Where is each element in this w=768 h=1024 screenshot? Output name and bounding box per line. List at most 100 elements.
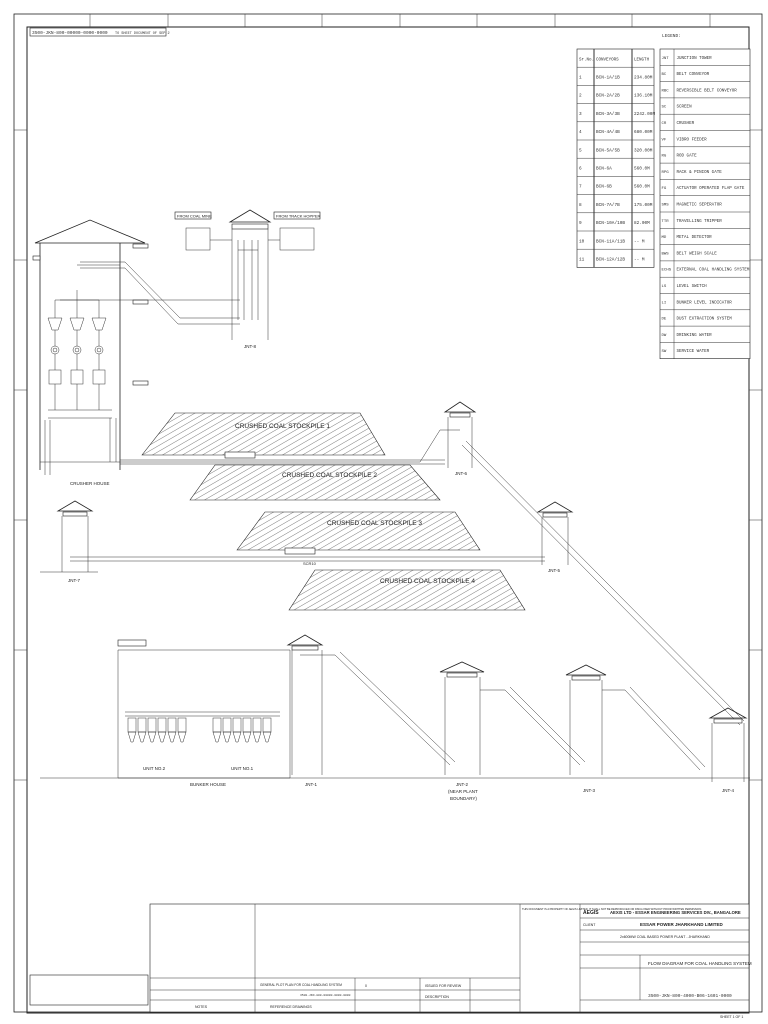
stockpile-4-label: CRUSHED COAL STOCKPILE 4: [380, 578, 475, 585]
bunker-outlet: [262, 731, 272, 743]
title-block: AEGIS AEXIS LTD - ESSAR ENGINEERING SERV…: [35, 903, 752, 1019]
conveyor-table-cell: 680.00M: [634, 130, 653, 135]
conveyor-table-cell: 560.0M: [634, 185, 650, 190]
jnt-8-label: JNT-8: [244, 344, 256, 349]
conveyor-table-cell: 4: [579, 130, 582, 135]
bunker-hopper: [157, 717, 167, 733]
legend-abbr: DW: [662, 334, 667, 338]
legend-desc: ACTUATOR OPERATED FLAP GATE: [677, 187, 745, 191]
crusher-house-label: CRUSHER HOUSE: [70, 481, 110, 486]
legend-abbr: RPG: [662, 171, 670, 175]
bunker-hopper: [127, 717, 137, 733]
legend-abbr: MD: [662, 236, 667, 240]
conveyor-table-cell: 234.80M: [634, 75, 653, 80]
bunker-hopper: [167, 717, 177, 733]
legend-desc: METAL DETECTOR: [677, 236, 713, 240]
conveyor-table-header: CONVEYORS: [596, 58, 619, 62]
ref-drawing-no: 3500-JKN-800-00000-0000-0000: [300, 994, 351, 997]
bunker-outlet: [137, 731, 147, 743]
stockpile-1-label: CRUSHED COAL STOCKPILE 1: [235, 423, 330, 430]
conveyor-table-cell: 2: [579, 94, 582, 99]
conveyor-table-cell: 3: [579, 112, 582, 117]
drawing-title: FLOW DIAGRAM FOR COAL HANDLING SYSTEM: [648, 961, 752, 966]
conveyor-table-cell: 175.00M: [634, 203, 653, 208]
scr10-label: SCR10: [303, 561, 317, 566]
jnt-2-label: JNT-2: [456, 782, 468, 787]
jnt-2-label-b: (NEAR PLANT: [448, 789, 478, 794]
issued-for: ISSUED FOR REVIEW: [425, 984, 462, 988]
conveyor-table-cell: BCN-7A/7B: [596, 203, 620, 208]
bunker-hopper: [262, 717, 272, 733]
bunker-house-label: BUNKER HOUSE: [190, 782, 226, 787]
legend-desc: BELT CONVEYOR: [677, 73, 710, 77]
bunker-outlet: [242, 731, 252, 743]
border-ticks: [14, 14, 762, 781]
legend-abbr: CR: [662, 122, 667, 126]
legend-abbr: SMS: [662, 203, 670, 207]
legend-desc: SERVICE WATER: [677, 350, 710, 354]
bunker-hopper: [137, 717, 147, 733]
conveyor-table-cell: 136.10M: [634, 94, 653, 99]
legend-desc: RACK & PINION GATE: [677, 171, 723, 175]
conveyor-table-cell: 5: [579, 148, 582, 153]
jnt-3-label: JNT-3: [583, 788, 595, 793]
jnt-3: JNT-3: [565, 664, 706, 793]
drawing-number: 3500-JKN-800-4000-B06-1601-0000: [648, 993, 732, 999]
legend-desc: TRAVELLING TRIPPER: [677, 220, 723, 224]
bunker-outlet: [232, 731, 242, 743]
legend-abbr: SW: [662, 350, 667, 354]
bunker-hopper: [147, 717, 157, 733]
description-label: DESCRIPTION: [425, 995, 449, 999]
bunker-hopper: [242, 717, 252, 733]
conveyor-table-cell: BCN-12A/12B: [596, 257, 625, 262]
conveyor-table-cell: 560.0M: [634, 166, 650, 171]
bunker-hopper: [252, 717, 262, 733]
legend-abbr: FG: [662, 187, 667, 191]
jnt-5: JNT-5: [536, 501, 574, 573]
confidential-note: THIS DOCUMENT IS A PROPERTY OF AEGIS LIM…: [522, 907, 702, 911]
stockpile-1: CRUSHED COAL STOCKPILE 1: [141, 412, 386, 459]
conveyor-table-cell: 320.00M: [634, 148, 653, 153]
legend-desc: DRINKING WATER: [677, 334, 713, 338]
from-track-hopper: FROM TRACK HOPPER: [276, 214, 320, 219]
conveyor-table-cell: BCN-2A/2B: [596, 94, 620, 99]
conveyor-table-cell: 82.00M: [634, 221, 650, 226]
legend-desc: LEVEL SWITCH: [677, 285, 708, 289]
reference-label: REFERENCE DRAWINGS: [270, 1005, 312, 1009]
legend-abbr: LS: [662, 285, 667, 289]
bunker-outlet: [177, 731, 187, 743]
bunker-outlet: [147, 731, 157, 743]
conveyor-table-cell: BCN-1A/1B: [596, 75, 620, 80]
conveyor-table-cell: BCN-11A/11B: [596, 239, 625, 244]
conveyor-table-cell: 9: [579, 221, 582, 226]
legend-desc: VIBRO FEEDER: [677, 138, 708, 142]
jnt-6-label: JNT-6: [455, 471, 467, 476]
conveyor-table-cell: 2242.00M: [634, 112, 655, 117]
legend-desc: CRUSHER: [677, 122, 695, 126]
conveyor-table-cell: 11: [579, 257, 585, 262]
conveyor-lines-top: [60, 261, 240, 325]
bunker-hopper: [232, 717, 242, 733]
legend-abbr: SC: [662, 106, 667, 110]
legend-desc: REVERSIBLE BELT CONVEYOR: [677, 89, 738, 93]
company-name: AEXIS LTD - ESSAR ENGINEERING SERVICES D…: [610, 910, 741, 915]
legend-desc: BELT WEIGH SCALE: [677, 252, 718, 256]
bunker-hopper: [177, 717, 187, 733]
client-label: CLIENT: [583, 923, 596, 927]
legend-desc: BUNKER LEVEL INDICATOR: [677, 301, 733, 305]
unit-1-label: UNIT NO.1: [231, 766, 254, 771]
conveyor-table-cell: 8: [579, 203, 582, 208]
conveyor-table-cell: 10: [579, 239, 585, 244]
legend-abbr: DE: [662, 318, 667, 322]
sheet-number: SHEET 1 OF 1: [720, 1015, 743, 1019]
conveyor-table-cell: BCN-5A/5B: [596, 148, 620, 153]
doc-ref-note: TO SHEET DOCUMENT OF SEP 2: [115, 32, 170, 36]
legend-abbr: RBC: [662, 89, 670, 93]
unit-2-label: UNIT NO.2: [143, 766, 166, 771]
jnt-8: JNT-8: [185, 209, 315, 349]
legend-title: LEGEND:: [662, 33, 681, 39]
stockpile-4: CRUSHED COAL STOCKPILE 4: [288, 569, 526, 611]
